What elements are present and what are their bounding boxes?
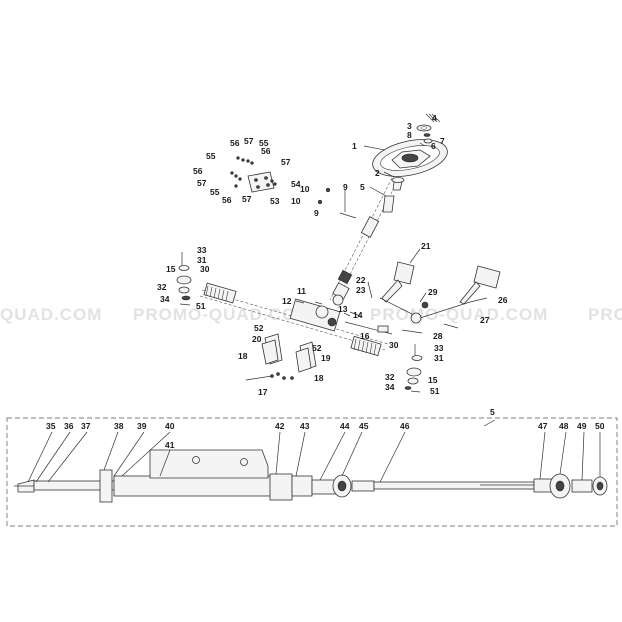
callout-c5: 5 bbox=[360, 182, 365, 192]
callout-c30b: 30 bbox=[389, 340, 399, 350]
callout-c53: 53 bbox=[270, 196, 280, 206]
steering-column bbox=[317, 177, 405, 306]
callout-c30a: 30 bbox=[200, 264, 210, 274]
callout-c34a: 34 bbox=[160, 294, 170, 304]
callout-c36: 36 bbox=[64, 421, 74, 431]
callout-c55c: 55 bbox=[210, 187, 220, 197]
callout-c28: 28 bbox=[433, 331, 443, 341]
callout-c46: 46 bbox=[400, 421, 410, 431]
mount-bracket bbox=[230, 156, 277, 193]
rack-clamps bbox=[261, 333, 317, 380]
callout-c57b: 57 bbox=[281, 157, 291, 167]
callout-c12: 12 bbox=[282, 296, 292, 306]
drive-shaft-assembly bbox=[14, 449, 608, 503]
callout-c57d: 57 bbox=[242, 194, 252, 204]
callout-c38: 38 bbox=[114, 421, 124, 431]
callout-c55b: 55 bbox=[206, 151, 216, 161]
tie-rod-end-left bbox=[176, 252, 192, 306]
callout-c5b: 5 bbox=[490, 407, 495, 417]
callout-c32a: 32 bbox=[157, 282, 167, 292]
callout-c49: 49 bbox=[577, 421, 587, 431]
callout-c54: 54 bbox=[291, 179, 301, 189]
callout-c10a: 10 bbox=[300, 184, 310, 194]
callout-c57a: 57 bbox=[244, 136, 254, 146]
callout-c29: 29 bbox=[428, 287, 438, 297]
callout-c50: 50 bbox=[595, 421, 605, 431]
callout-c43: 43 bbox=[300, 421, 310, 431]
callout-c1: 1 bbox=[352, 141, 357, 151]
callout-c34b: 34 bbox=[385, 382, 395, 392]
callout-c4: 4 bbox=[432, 113, 437, 123]
callout-c55a: 55 bbox=[259, 138, 269, 148]
callout-c26: 26 bbox=[498, 295, 508, 305]
callout-c41: 41 bbox=[165, 440, 175, 450]
shaft-assembly-frame bbox=[6, 417, 618, 527]
callout-c33b: 33 bbox=[434, 343, 444, 353]
callout-c10b: 10 bbox=[291, 196, 301, 206]
callout-c14: 14 bbox=[353, 310, 363, 320]
callout-c19: 19 bbox=[321, 353, 331, 363]
callout-c40: 40 bbox=[165, 421, 175, 431]
callout-c16: 16 bbox=[360, 331, 370, 341]
callout-c56b: 56 bbox=[261, 146, 271, 156]
callout-c51a: 51 bbox=[196, 301, 206, 311]
steering-rack bbox=[199, 282, 393, 357]
watermark-center: PROMO-QUAD.COM bbox=[133, 305, 311, 324]
callout-c31a: 31 bbox=[197, 255, 207, 265]
steering-wheel bbox=[372, 113, 448, 177]
callout-c31b: 31 bbox=[434, 353, 444, 363]
callout-c15b: 15 bbox=[428, 375, 438, 385]
watermark-far-right: PROMO bbox=[588, 305, 622, 324]
callout-c13: 13 bbox=[338, 304, 348, 314]
callout-c56d: 56 bbox=[222, 195, 232, 205]
callout-c51b: 51 bbox=[430, 386, 440, 396]
callout-c6: 6 bbox=[431, 141, 436, 151]
callout-c52a: 52 bbox=[254, 323, 264, 333]
callout-c22: 22 bbox=[356, 275, 366, 285]
callout-c33a: 33 bbox=[197, 245, 207, 255]
callout-c56c: 56 bbox=[193, 166, 203, 176]
callout-c42: 42 bbox=[275, 421, 285, 431]
callout-c48: 48 bbox=[559, 421, 569, 431]
leader-lines-lower bbox=[27, 419, 601, 483]
callout-c45: 45 bbox=[359, 421, 369, 431]
callout-c44: 44 bbox=[340, 421, 350, 431]
callout-c27: 27 bbox=[480, 315, 490, 325]
callout-c18a: 18 bbox=[238, 351, 248, 361]
callout-c23: 23 bbox=[356, 285, 366, 295]
callout-c35: 35 bbox=[46, 421, 56, 431]
callout-c39: 39 bbox=[137, 421, 147, 431]
watermark-right: PROMO-QUAD.COM bbox=[370, 305, 548, 324]
callout-c2: 2 bbox=[375, 168, 380, 178]
leader-lines-upper bbox=[245, 145, 488, 381]
callout-c47: 47 bbox=[538, 421, 548, 431]
callout-c20: 20 bbox=[252, 334, 262, 344]
small-hardware bbox=[230, 156, 277, 188]
callout-c37: 37 bbox=[81, 421, 91, 431]
callout-c9a: 9 bbox=[343, 182, 348, 192]
callout-c57c: 57 bbox=[197, 178, 207, 188]
callout-c8: 8 bbox=[407, 130, 412, 140]
callout-c21: 21 bbox=[421, 241, 431, 251]
callout-c15a: 15 bbox=[166, 264, 176, 274]
callout-c17: 17 bbox=[258, 387, 268, 397]
tie-rod-end-right bbox=[404, 344, 423, 393]
watermark-left: QUAD.COM bbox=[0, 305, 102, 324]
callout-c32b: 32 bbox=[385, 372, 395, 382]
callout-c56a: 56 bbox=[230, 138, 240, 148]
pedal-assembly bbox=[367, 261, 501, 329]
callout-c9b: 9 bbox=[314, 208, 319, 218]
callout-c3: 3 bbox=[407, 121, 412, 131]
callout-c52b: 52 bbox=[312, 343, 322, 353]
callout-c7: 7 bbox=[440, 136, 445, 146]
callout-c18b: 18 bbox=[314, 373, 324, 383]
callout-c11: 11 bbox=[297, 286, 306, 296]
